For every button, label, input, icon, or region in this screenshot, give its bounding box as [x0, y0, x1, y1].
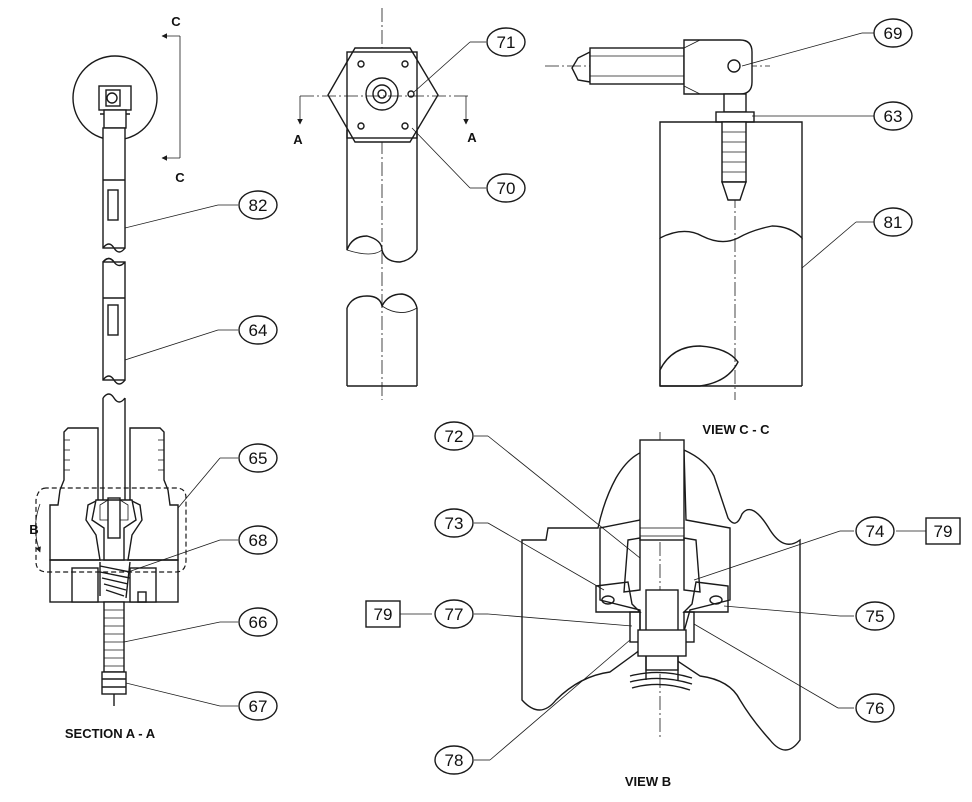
- svg-text:66: 66: [249, 613, 268, 632]
- callout-78: 78: [434, 745, 474, 775]
- middle-rod: [102, 261, 126, 381]
- callout-68: 68: [238, 525, 278, 555]
- svg-text:82: 82: [249, 196, 268, 215]
- valve-stem: [91, 499, 137, 561]
- marker-c-top: C: [171, 14, 181, 29]
- svg-text:79: 79: [934, 522, 953, 541]
- body-right: [127, 427, 179, 561]
- svg-text:81: 81: [884, 213, 903, 232]
- svg-text:79: 79: [374, 605, 393, 624]
- svg-text:75: 75: [866, 607, 885, 626]
- callout-73: 73: [434, 508, 474, 538]
- svg-text:76: 76: [866, 699, 885, 718]
- view-b-drawing: [521, 432, 801, 751]
- svg-text:65: 65: [249, 449, 268, 468]
- label-view-cc: VIEW C - C: [702, 422, 770, 437]
- svg-text:74: 74: [866, 522, 885, 541]
- callout-70: 70: [486, 173, 526, 203]
- leader-lines: [123, 32, 926, 761]
- flange-left: [595, 581, 642, 613]
- label-view-b: VIEW B: [625, 774, 671, 789]
- svg-text:72: 72: [445, 427, 464, 446]
- elbow-fitting: [683, 39, 753, 95]
- svg-text:73: 73: [445, 514, 464, 533]
- callout-79-box-right: 79: [925, 517, 961, 545]
- section-aa-drawing: [35, 33, 187, 706]
- body-left: [49, 427, 101, 561]
- viewb-body-left: [521, 449, 649, 711]
- seal-right: [683, 611, 695, 643]
- viewb-spring: [629, 671, 693, 691]
- callout-75: 75: [855, 601, 895, 631]
- seal-left: [629, 611, 641, 643]
- svg-text:69: 69: [884, 24, 903, 43]
- viewb-stem: [639, 439, 685, 541]
- flange-right: [682, 581, 729, 613]
- marker-a-left: A: [293, 132, 303, 147]
- view-cc-drawing: [545, 39, 803, 400]
- hex-top-view: [297, 8, 470, 400]
- callout-77: 77: [434, 599, 474, 629]
- marker-a-right: A: [467, 130, 477, 145]
- svg-text:68: 68: [249, 531, 268, 550]
- cap-right: [683, 537, 701, 593]
- callout-82: 82: [238, 190, 278, 220]
- viewb-body-right: [675, 448, 801, 751]
- svg-text:77: 77: [445, 605, 464, 624]
- callout-64: 64: [238, 315, 278, 345]
- nut-63: [715, 111, 755, 123]
- nut-67: [101, 671, 127, 695]
- spring: [99, 561, 131, 599]
- callout-81: 81: [873, 207, 913, 237]
- svg-text:71: 71: [497, 33, 516, 52]
- marker-c-bottom: C: [175, 170, 185, 185]
- fitting-body: [589, 47, 685, 85]
- callout-65: 65: [238, 443, 278, 473]
- callout-72: 72: [434, 421, 474, 451]
- callout-63: 63: [873, 101, 913, 131]
- hex-nut: [327, 47, 439, 143]
- svg-text:78: 78: [445, 751, 464, 770]
- svg-text:64: 64: [249, 321, 268, 340]
- callout-74: 74: [855, 516, 895, 546]
- callout-67: 67: [238, 691, 278, 721]
- callout-71: 71: [486, 27, 526, 57]
- detail-b-boundary: [35, 487, 187, 573]
- svg-text:70: 70: [497, 179, 516, 198]
- block-81-upper: [659, 121, 803, 243]
- svg-text:63: 63: [884, 107, 903, 126]
- stem-66: [103, 601, 125, 673]
- upper-rod: [102, 127, 126, 249]
- label-section-aa: SECTION A - A: [65, 726, 156, 741]
- callout-76: 76: [855, 693, 895, 723]
- svg-text:67: 67: [249, 697, 268, 716]
- marker-b: B: [29, 522, 38, 537]
- cap-left: [623, 537, 641, 593]
- callout-66: 66: [238, 607, 278, 637]
- callout-79-box-left: 79: [365, 600, 401, 628]
- callout-69: 69: [873, 18, 913, 48]
